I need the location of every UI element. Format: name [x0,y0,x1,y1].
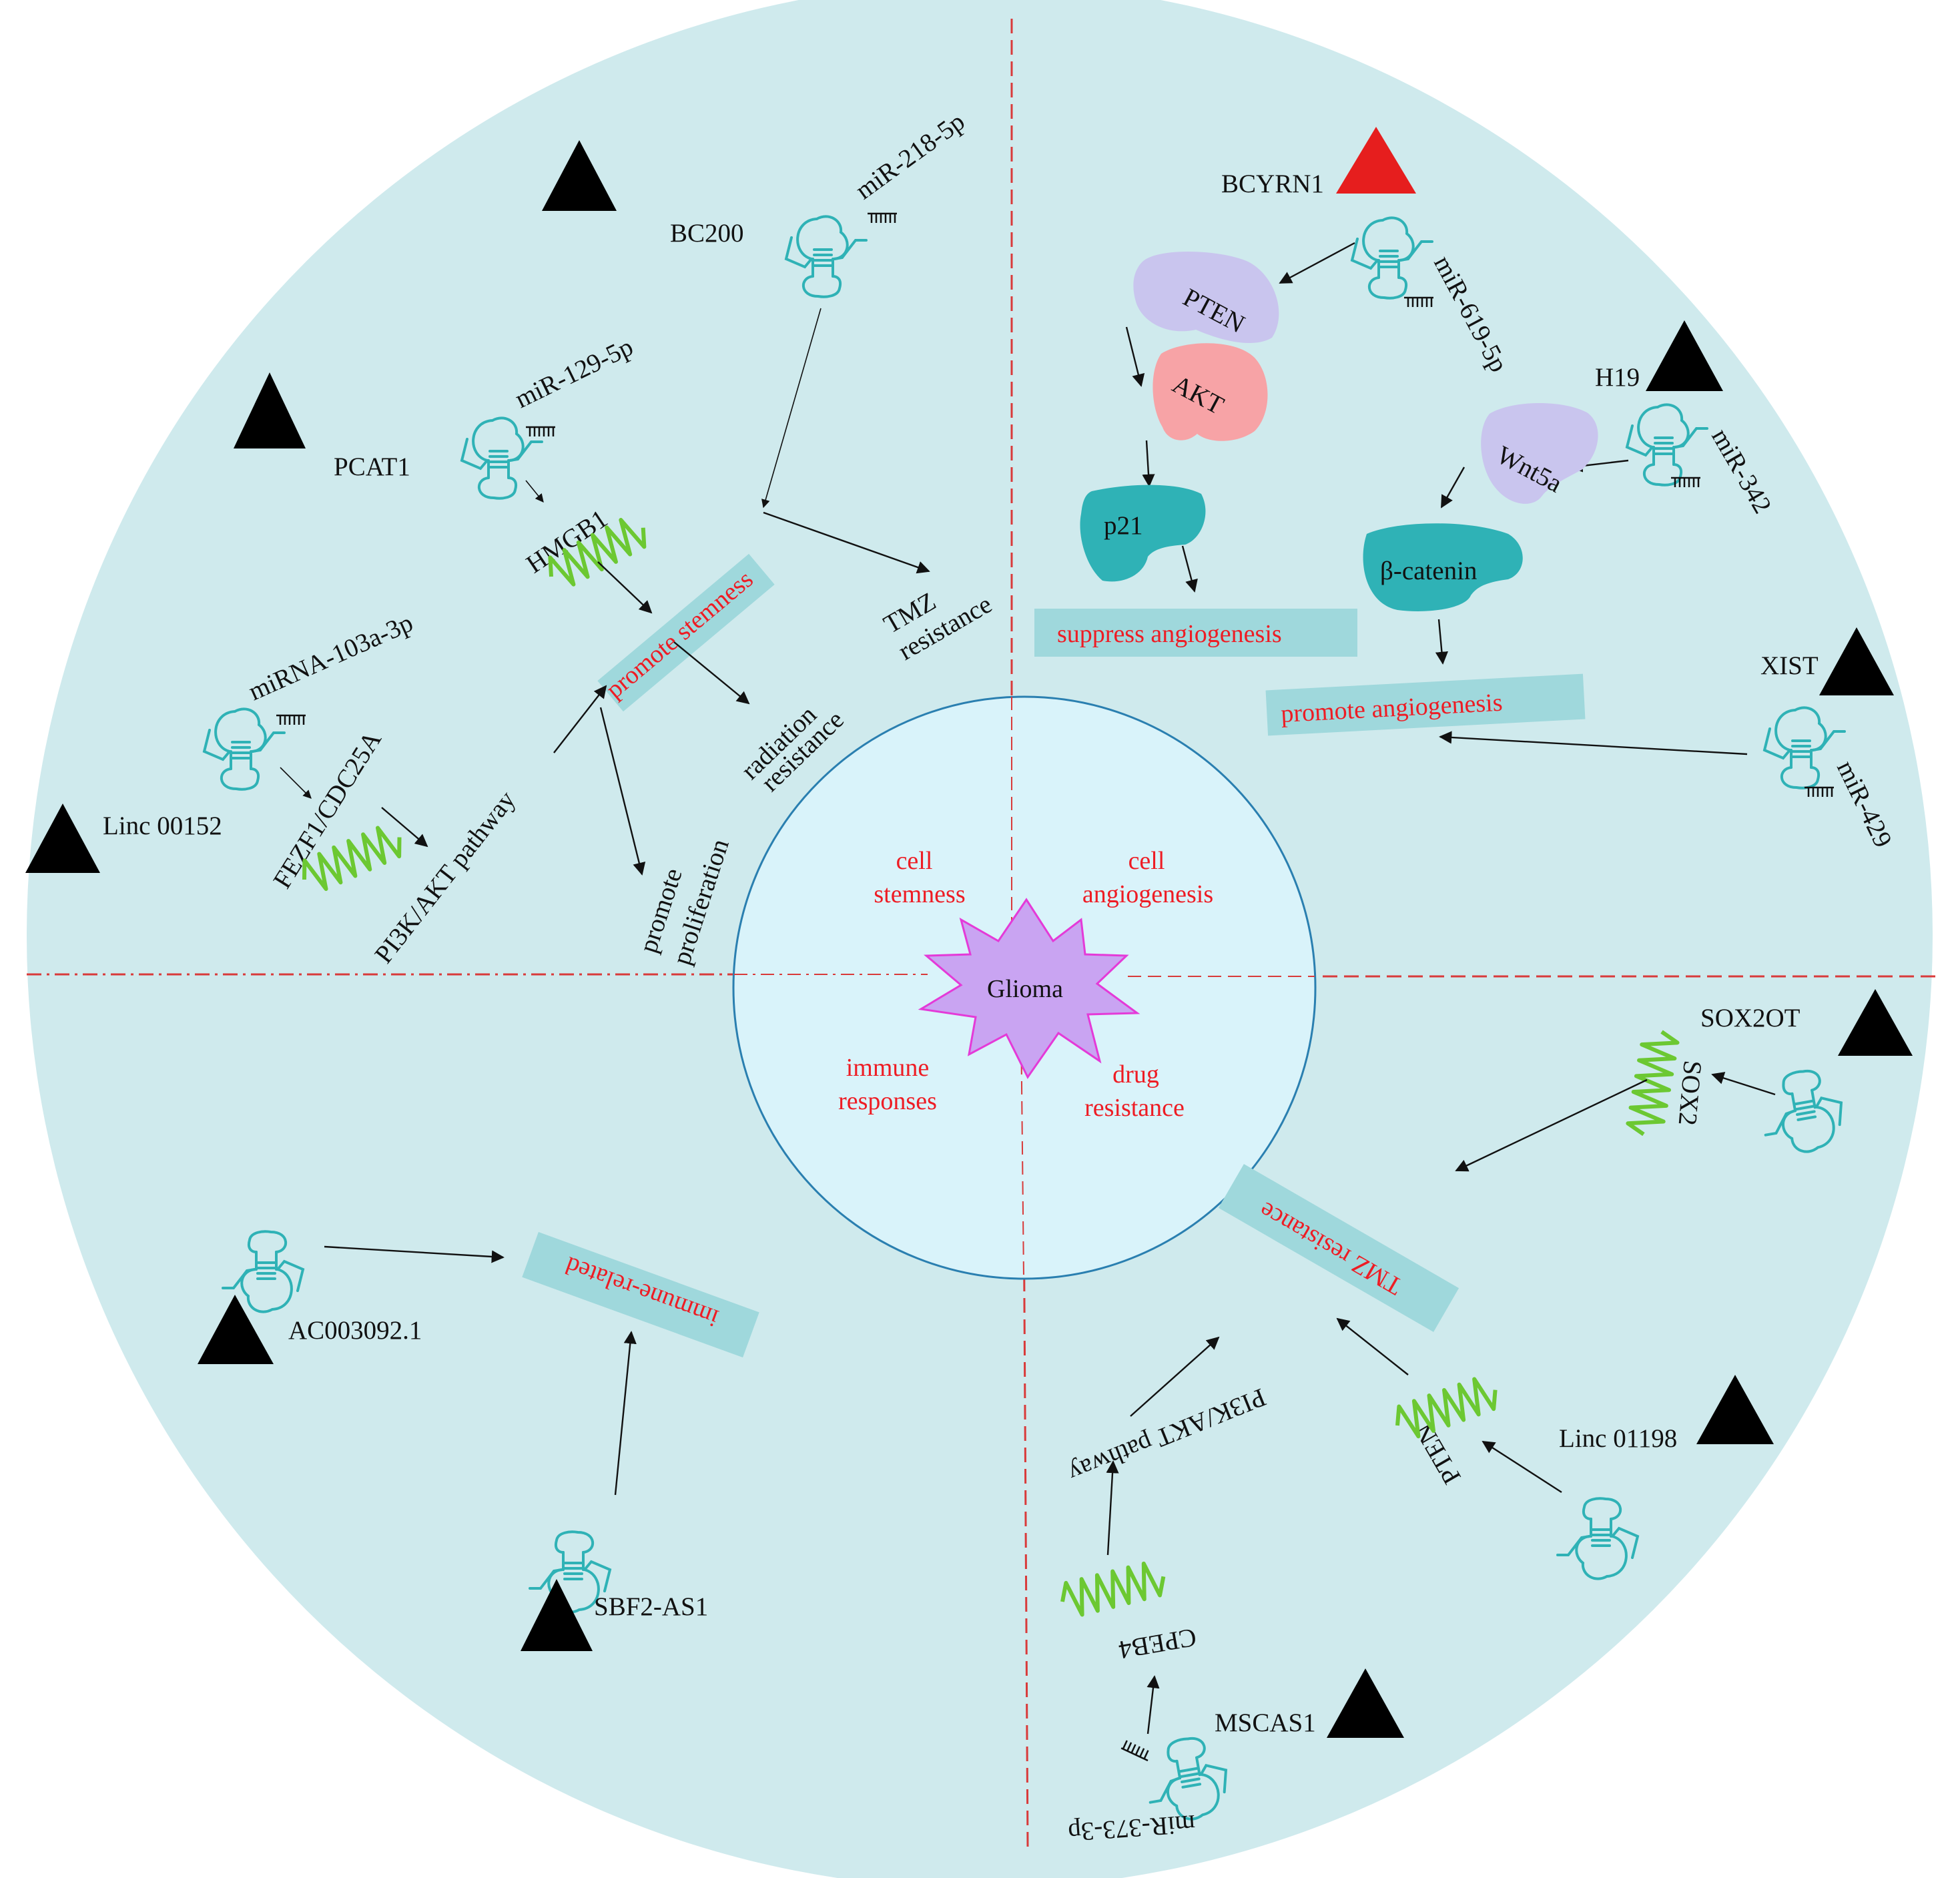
promote-stemness-box [597,553,775,712]
arrow [763,511,930,574]
bcyrn1-label: BCYRN1 [1221,170,1324,198]
triangle-marker [25,804,100,873]
glioma-star [918,898,1140,1079]
linc01198-label: Linc 01198 [1559,1424,1677,1453]
divider-bottom [1021,977,1029,1849]
beta-catenin-label: β-catenin [1380,557,1477,585]
triangle-marker [1819,627,1894,695]
tmz-resistance-box [1218,1164,1459,1332]
arrow [1106,1460,1119,1556]
mscas1-label: MSCAS1 [1215,1708,1316,1737]
p21-protein [1080,485,1206,582]
p21-label: p21 [1104,511,1143,540]
arrow [614,1331,637,1496]
arrow [1125,326,1145,387]
arrow [553,685,607,753]
arrow [1279,242,1355,284]
triangle-marker [234,372,306,448]
suppress-angiogenesis-box [1034,609,1357,657]
arrow [381,807,428,848]
triangle-marker [1646,320,1723,391]
arrow [1142,440,1155,487]
arrow [1181,545,1198,593]
arrow [1336,1317,1409,1375]
triangle-marker [1696,1375,1774,1444]
arrow [1482,1440,1562,1494]
sox2ot-label: SOX2OT [1700,1004,1801,1032]
arrow [597,561,653,614]
glioma-label: Glioma [987,975,1063,1003]
immune-related-box [522,1231,759,1358]
arrow [280,767,312,799]
arrow [761,308,822,509]
sbf2-label: SBF2-AS1 [594,1592,708,1621]
beta-catenin-protein [1363,523,1523,611]
sox2-label: SOX2 [1673,1059,1707,1127]
arrow [1435,619,1448,665]
triangle-marker [521,1579,593,1651]
center-tr-line1: cell [1128,847,1165,875]
center-tl-line2: stemness [874,880,965,908]
center-br-line2: resistance [1084,1094,1185,1122]
arrow [673,641,750,705]
arrow [1455,1078,1648,1172]
arrow [1439,731,1748,755]
center-bl-line2: responses [838,1087,937,1115]
triangle-marker [1838,989,1913,1056]
linc00152-label: Linc 00152 [103,812,222,840]
arrow [1711,1072,1776,1096]
center-br-line1: drug [1112,1060,1159,1088]
akt-protein [1153,343,1268,441]
arrow [1147,1675,1160,1735]
arrow [1130,1336,1220,1417]
center-tl-line1: cell [896,847,933,875]
arrow [1440,466,1465,509]
center-bl-line1: immune [846,1054,930,1082]
ac003092-label: AC003092.1 [288,1316,422,1345]
xist-label: XIST [1760,651,1819,680]
center-tr-line2: angiogenesis [1082,880,1213,908]
h19-label: H19 [1595,363,1640,392]
arrow [324,1245,505,1263]
pten-protein [1133,251,1279,344]
pcat1-label: PCAT1 [334,452,410,481]
suppress-angiogenesis-label: suppress angiogenesis [1057,620,1282,648]
triangle-highlight [1336,127,1416,194]
promote-angiogenesis-box [1265,673,1586,736]
arrow [525,480,544,503]
triangle-marker [198,1295,274,1364]
arrow [599,707,646,876]
triangle-marker [542,140,617,211]
wnt5a-protein [1481,402,1598,504]
triangle-marker [1327,1668,1404,1738]
bc200-label: BC200 [670,219,744,248]
